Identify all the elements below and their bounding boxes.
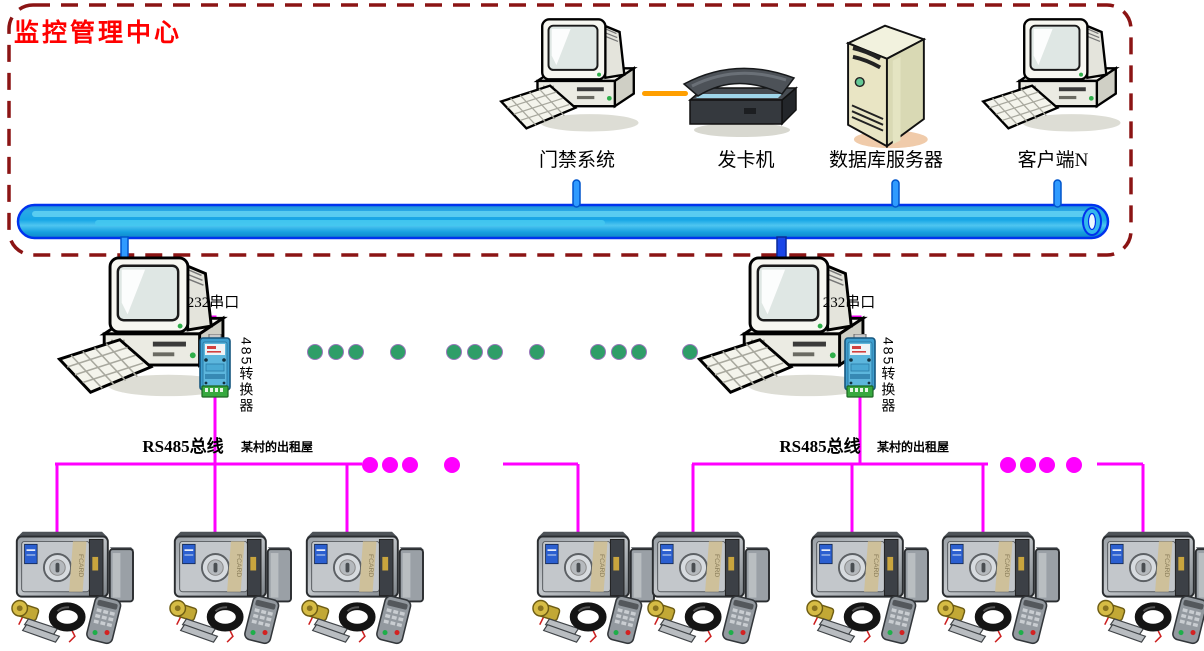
more-workstations-dots [307,344,698,360]
label-rs485-bus-right: RS485总线 [779,437,861,456]
right-branch-wiring [691,315,1145,540]
card-issuer-device [682,48,804,140]
device-bus-stubs [572,179,1062,208]
left-485-converter [197,334,233,400]
right-485-converter [842,334,878,400]
label-serial-left: 232串口 [186,295,240,311]
stub-client-n [1053,179,1062,208]
access-system-computer [498,16,648,138]
door-lock-kit-7 [931,524,1065,646]
door-lock-kit-6 [800,524,934,646]
label-database-server: 数据库服务器 [828,150,944,171]
label-converter-left: 485转换器 [238,337,255,415]
door-lock-kit-4 [526,524,660,646]
label-card-issuer: 发卡机 [717,150,775,171]
link-access-to-cardissuer [642,91,688,96]
label-premises-left: 某村的出租屋 [240,440,314,454]
label-rs485-bus-left: RS485总线 [142,437,224,456]
backbone-bus-pipe [16,203,1110,240]
label-premises-right: 某村的出租屋 [876,440,950,454]
more-locks-dots-right [1000,457,1082,473]
stub-database-server [891,179,900,208]
management-center-boundary [7,3,1133,257]
door-lock-kit-2 [163,524,297,646]
door-lock-kit-1 [5,524,139,646]
label-client-n: 客户端N [1017,150,1089,171]
database-server-tower [836,16,934,152]
label-converter-right: 485转换器 [880,337,897,415]
label-access-system: 门禁系统 [538,150,616,171]
door-lock-kit-3 [295,524,429,646]
more-locks-dots-left [362,457,460,473]
door-lock-kit-5 [641,524,775,646]
page-title: 监控管理中心 [14,20,183,47]
client-n-computer [980,16,1130,138]
door-lock-kit-8 [1091,524,1204,646]
label-serial-right: 232串口 [822,295,876,311]
stub-access-system [572,179,581,208]
